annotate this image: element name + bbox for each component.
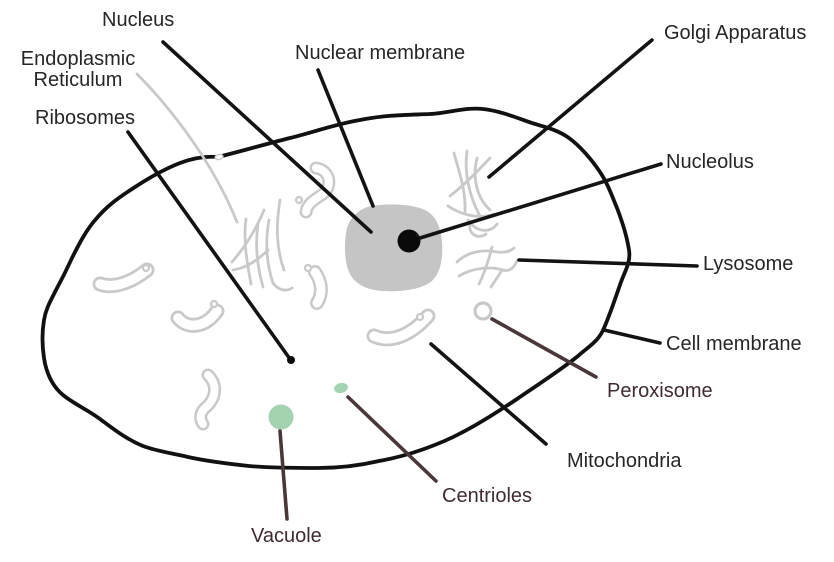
mitochondrion-pore-2 <box>209 299 219 309</box>
endoplasmic-reticulum-shape <box>230 198 294 292</box>
leader-nucleolus <box>418 162 663 240</box>
centriole-shape <box>334 382 348 394</box>
leader-lysosome <box>517 258 699 268</box>
label-golgi-apparatus: Golgi Apparatus <box>664 22 807 44</box>
mitochondrion-shape-1 <box>92 262 155 294</box>
nucleus-shape <box>344 204 443 292</box>
leader-peroxisome <box>490 317 598 379</box>
leader-endoplasmic-reticulum <box>135 72 239 224</box>
mitochondrion-pore-4 <box>303 263 313 273</box>
mitochondrion-pore-5 <box>415 312 425 322</box>
label-er-line1: Endoplasmic <box>20 48 136 70</box>
label-nucleolus: Nucleolus <box>666 151 754 173</box>
leader-cell-membrane <box>602 328 662 345</box>
leader-vacuole <box>278 429 289 521</box>
leader-golgi-apparatus <box>487 38 654 179</box>
ribosome-dot <box>287 356 295 364</box>
label-vacuole: Vacuole <box>251 525 322 547</box>
lysosome-shape <box>455 245 519 289</box>
mitochondrion-pore-1 <box>141 263 151 273</box>
label-nucleus: Nucleus <box>102 9 175 31</box>
mitochondrion-shape-4 <box>308 265 328 310</box>
leader-ribosomes <box>126 130 292 361</box>
nucleolus-shape <box>397 229 421 253</box>
label-cell-membrane: Cell membrane <box>666 333 802 355</box>
leader-nucleus <box>161 40 373 234</box>
label-er-line2: Reticulum <box>33 69 123 91</box>
peroxisome-shape <box>473 301 493 321</box>
label-mitochondria: Mitochondria <box>567 450 682 472</box>
label-endoplasmic-reticulum: Endoplasmic Reticulum <box>8 49 148 91</box>
label-centrioles: Centrioles <box>442 485 533 507</box>
mitochondrion-pore-3 <box>294 195 304 205</box>
vacuole-shape <box>268 404 294 430</box>
mitochondrion-shape-6 <box>194 368 222 431</box>
mitochondrion-shape-5 <box>366 308 436 347</box>
mitochondrion-shape-3 <box>299 161 336 219</box>
label-peroxisome: Peroxisome <box>607 380 713 402</box>
membrane-notch <box>214 153 224 161</box>
label-nuclear-membrane: Nuclear membrane <box>295 42 466 64</box>
label-ribosomes: Ribosomes <box>35 107 136 129</box>
leader-centrioles <box>346 395 438 483</box>
mitochondrion-shape-2 <box>170 303 225 333</box>
leader-nuclear-membrane <box>316 68 375 208</box>
leader-mitochondria <box>429 342 548 446</box>
label-lysosome: Lysosome <box>703 253 794 275</box>
